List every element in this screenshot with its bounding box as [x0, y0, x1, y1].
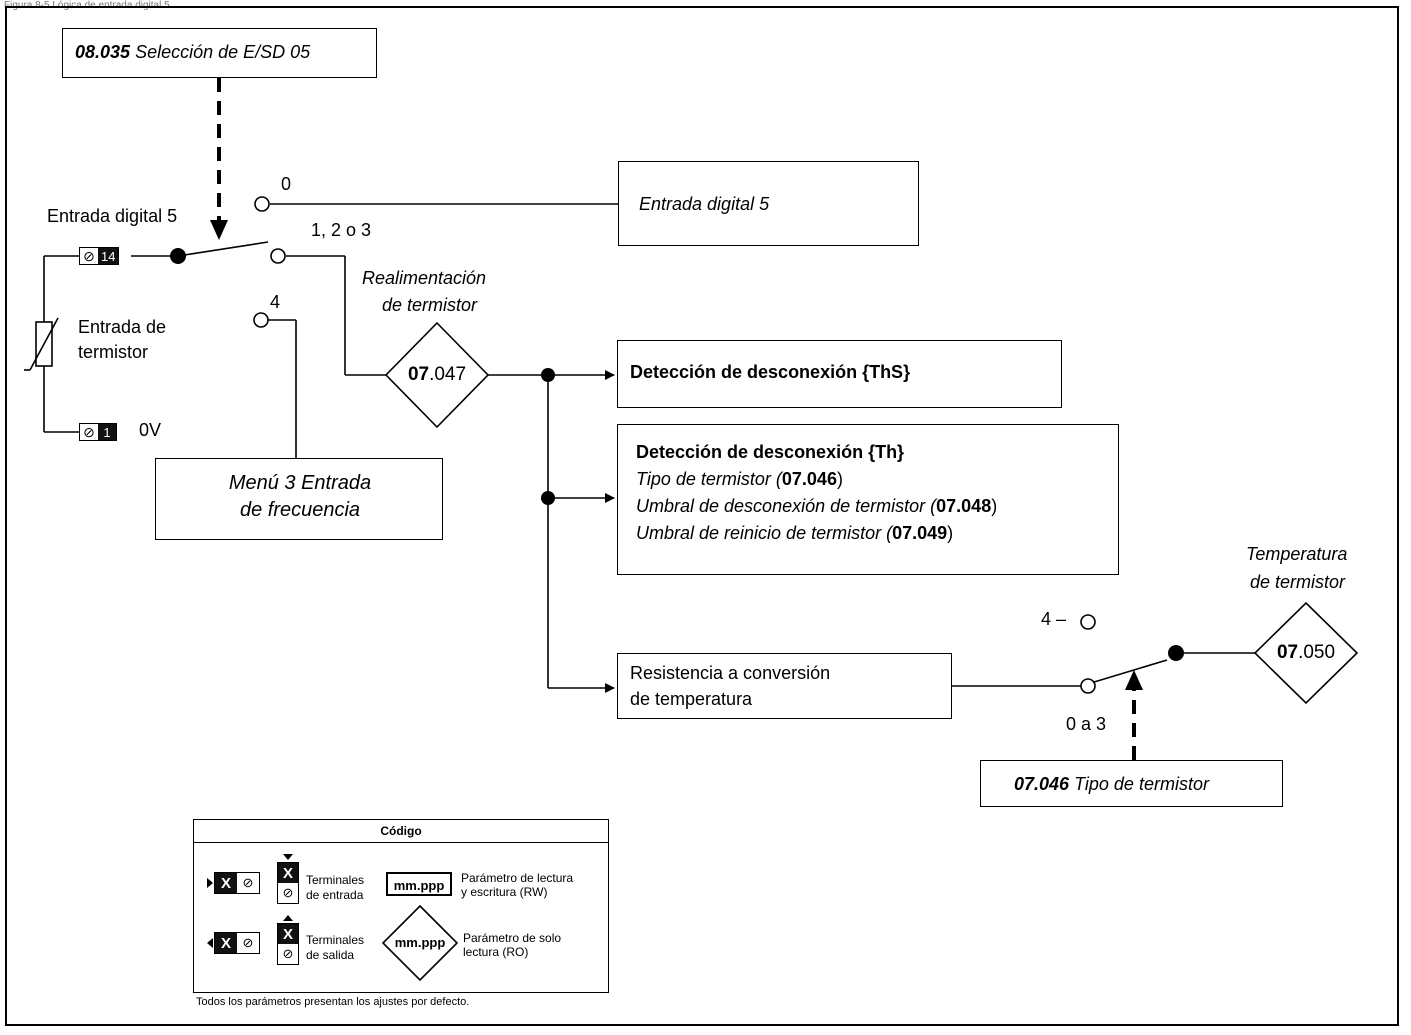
legend-ro-line2: lectura (RO)	[463, 945, 529, 959]
legend-rw-param-box: mm.ppp	[386, 872, 452, 896]
output-arrow-up-icon	[283, 915, 293, 921]
legend-input-terminals-line1: Terminales	[306, 873, 365, 887]
legend-ro-diamond	[381, 904, 459, 982]
menu3-frequency-input-box: Menú 3 Entrada de frecuencia	[155, 458, 443, 540]
switch2-pos-4: 4 –	[1041, 609, 1067, 629]
terminal-1: ⊘ 1	[79, 423, 117, 441]
trip-th-line1: Tipo de termistor (07.046)	[636, 469, 843, 489]
input-arrow-icon	[207, 878, 213, 888]
thermistor-input-line1: Entrada de	[78, 317, 167, 337]
legend-rw-line2: y escritura (RW)	[461, 885, 548, 899]
trip-th-line3: Umbral de reinicio de termistor (07.049)	[636, 523, 954, 543]
param-07047: 07.047	[407, 364, 467, 385]
legend-input-terminal-horizontal: X ⊘	[214, 872, 260, 894]
conversion-line2: de temperatura	[630, 689, 753, 709]
terminal-14-number: 14	[98, 248, 119, 264]
terminal-screw-icon: ⊘	[83, 247, 95, 264]
trip-th-title: Detección de desconexión {Th}	[636, 442, 905, 462]
footnote: Todos los parámetros presentan los ajust…	[196, 996, 470, 1008]
legend-input-terminals-line2: de entrada	[306, 888, 364, 902]
menu3-line2: de frecuencia	[239, 499, 361, 521]
legend-box: Código	[193, 819, 609, 993]
dio05-select-box: 08.035 Selección de E/SD 05	[62, 28, 377, 78]
switch-pos-0: 0	[281, 174, 292, 194]
feedback-label-line2: de termistor	[382, 295, 478, 315]
feedback-label-line1: Realimentación	[362, 268, 487, 288]
trip-ths-box: Detección de desconexión {ThS}	[617, 340, 1062, 408]
digital-input-5-box: Entrada digital 5	[618, 161, 919, 246]
legend-input-terminal-vertical: X ⊘	[277, 862, 299, 904]
legend-output-terminal-horizontal: X ⊘	[214, 932, 260, 954]
thermistor-input-line2: termistor	[78, 342, 149, 362]
legend-output-terminal-vertical: X ⊘	[277, 923, 299, 965]
legend-ro-line1: Parámetro de solo	[463, 931, 562, 945]
trip-th-box: Detección de desconexión {Th} Tipo de te…	[617, 424, 1119, 575]
output-arrow-icon	[207, 938, 213, 948]
zero-v-label: 0V	[139, 420, 162, 440]
switch-pos-4: 4	[270, 292, 281, 312]
param-07050: 07.050	[1276, 642, 1336, 663]
legend-output-terminals-line2: de salida	[306, 948, 355, 962]
figure-caption-fragment: Figura 8-5 Lógica de entrada digital 5	[4, 0, 170, 11]
param-code-08035: 08.035	[75, 42, 131, 62]
diagram-frame	[5, 6, 1399, 1026]
input-arrow-down-icon	[283, 854, 293, 860]
legend-rw-line1: Parámetro de lectura	[461, 871, 574, 885]
temp-label-line2: de termistor	[1250, 572, 1346, 592]
terminal-14: ⊘ 14	[79, 247, 120, 265]
conversion-line1: Resistencia a conversión	[630, 663, 831, 683]
legend-ro-param-text: mm.ppp	[394, 935, 446, 950]
menu3-line1: Menú 3 Entrada	[228, 472, 372, 494]
resistance-conversion-box: Resistencia a conversión de temperatura	[617, 653, 952, 719]
trip-ths-text: Detección de desconexión {ThS}	[630, 362, 911, 382]
legend-output-terminals-line1: Terminales	[306, 933, 365, 947]
param-code-07046: 07.046	[1014, 774, 1070, 794]
param-name-thermistor-type: Tipo de termistor	[1069, 774, 1209, 794]
trip-th-line2: Umbral de desconexión de termistor (07.0…	[636, 496, 998, 516]
digital-input-5-text: Entrada digital 5	[639, 194, 770, 214]
switch-pos-123: 1, 2 o 3	[311, 220, 372, 240]
legend-title: Código	[194, 820, 608, 843]
switch2-pos-03: 0 a 3	[1066, 714, 1107, 734]
temp-label-line1: Temperatura	[1246, 544, 1348, 564]
terminal-screw-icon: ⊘	[83, 423, 95, 440]
legend-rw-param-text: mm.ppp	[393, 878, 445, 893]
thermistor-type-box: 07.046 Tipo de termistor	[980, 760, 1283, 807]
param-name-dio05: Selección de E/SD 05	[130, 42, 311, 62]
terminal-1-number: 1	[98, 424, 116, 440]
digital-input-label: Entrada digital 5	[47, 206, 178, 226]
